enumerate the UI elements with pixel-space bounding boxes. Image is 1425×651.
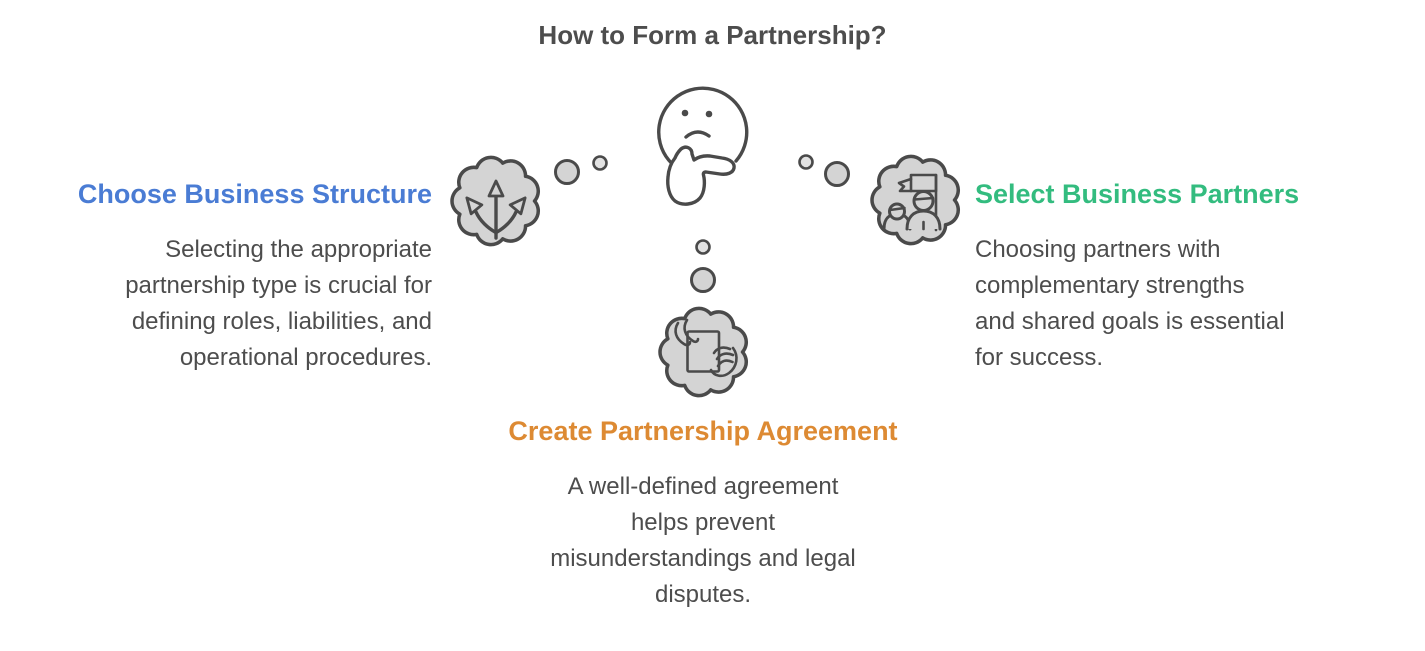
thought-cloud-right <box>870 154 961 246</box>
thought-bubble-left-large <box>554 159 580 185</box>
section-choose-business-structure: Choose Business Structure Selecting the … <box>30 178 432 376</box>
choose-structure-body: Selecting the appropriate partnership ty… <box>125 236 432 371</box>
select-partners-body: Choosing partners with complementary str… <box>975 236 1285 371</box>
choose-structure-heading: Choose Business Structure <box>77 179 432 209</box>
thinking-illustration <box>450 86 961 398</box>
page-title: How to Form a Partnership? <box>538 20 887 50</box>
branching-arrows-icon <box>465 179 527 240</box>
section-create-partnership-agreement: Create Partnership Agreement A well-defi… <box>483 415 923 613</box>
thought-bubble-right-large <box>824 161 850 187</box>
thought-cloud-left <box>450 155 541 247</box>
create-agreement-heading: Create Partnership Agreement <box>508 416 898 446</box>
thought-bubble-bottom-large <box>690 267 716 293</box>
team-with-flag-icon <box>882 173 942 232</box>
thought-bubble-right-small <box>798 154 814 170</box>
hands-holding-document-icon <box>674 318 738 378</box>
thought-bubble-bottom-small <box>695 239 711 255</box>
create-agreement-body: A well-defined agreement helps prevent m… <box>550 473 856 608</box>
section-select-business-partners: Select Business Partners Choosing partne… <box>975 178 1375 376</box>
thinking-face-icon <box>657 86 749 206</box>
thought-cloud-bottom <box>658 306 749 398</box>
thought-bubble-left-small <box>592 155 608 171</box>
select-partners-heading: Select Business Partners <box>975 179 1300 209</box>
